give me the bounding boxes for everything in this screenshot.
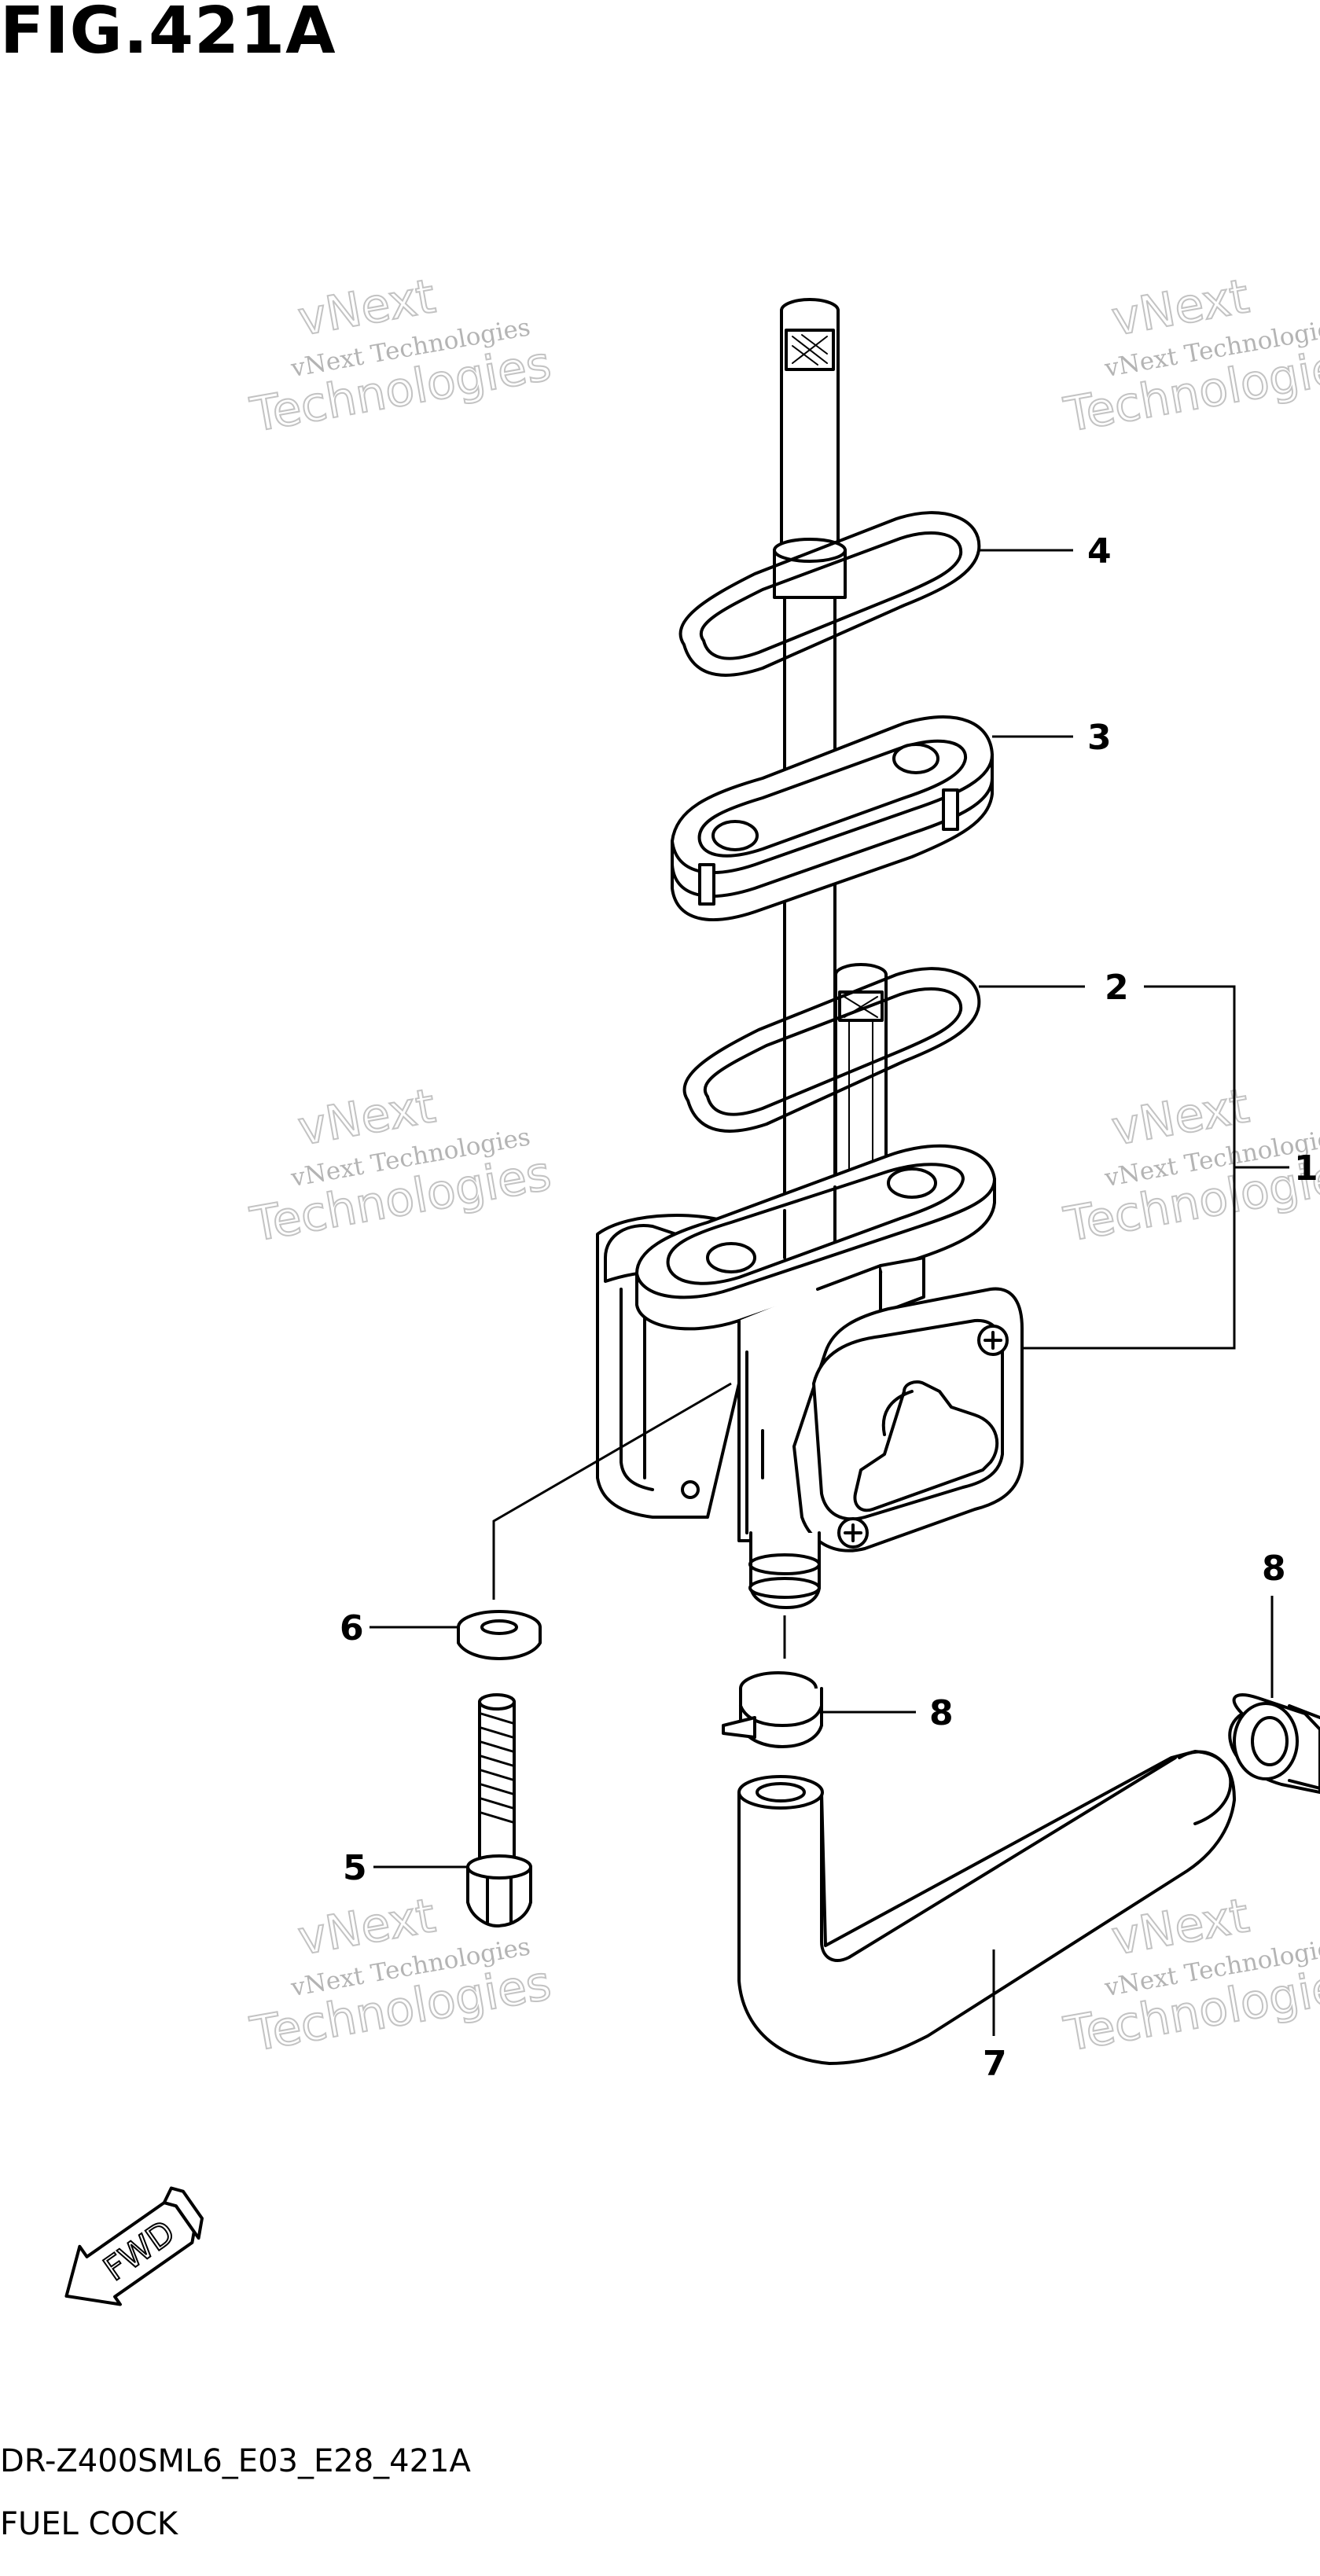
part-5-bolt bbox=[466, 1693, 532, 1927]
part-3-gasket bbox=[671, 715, 994, 921]
section-name: FUEL COCK bbox=[0, 2506, 178, 2542]
leader-6-bolt-axis bbox=[492, 1382, 732, 1600]
callout-3: 3 bbox=[1087, 718, 1112, 758]
part-7-hose bbox=[737, 1750, 1236, 2065]
callout-1: 1 bbox=[1294, 1148, 1318, 1189]
callout-7: 7 bbox=[983, 2044, 1007, 2084]
watermark-mid-right: Technologies vNext Technologies vNext bbox=[1059, 1078, 1320, 1254]
callout-2: 2 bbox=[1105, 968, 1129, 1008]
callout-4: 4 bbox=[1087, 531, 1112, 571]
figure-title: FIG.421A bbox=[0, 0, 336, 68]
watermark-top-left: Technologies vNext Technologies vNext bbox=[245, 268, 556, 444]
part-2-o-ring bbox=[682, 967, 981, 1133]
part-8-clamp-center bbox=[722, 1671, 823, 1748]
part-8-clamp-right bbox=[1228, 1693, 1320, 1794]
fwd-arrow-icon: FWD bbox=[64, 2186, 204, 2306]
part-6-washer bbox=[457, 1610, 542, 1660]
callout-6: 6 bbox=[340, 1608, 364, 1648]
drawing-code: DR-Z400SML6_E03_E28_421A bbox=[0, 2443, 471, 2479]
watermark-top-right: Technologies vNext Technologies vNext bbox=[1059, 268, 1320, 444]
leader-lines bbox=[370, 549, 1289, 2036]
part-1-fuel-cock-body bbox=[596, 1144, 1024, 1609]
watermark-mid-left: Technologies vNext Technologies vNext bbox=[245, 1078, 556, 1254]
callout-8-right: 8 bbox=[1262, 1549, 1286, 1589]
callout-8-center: 8 bbox=[929, 1693, 954, 1733]
callout-5: 5 bbox=[343, 1848, 367, 1888]
